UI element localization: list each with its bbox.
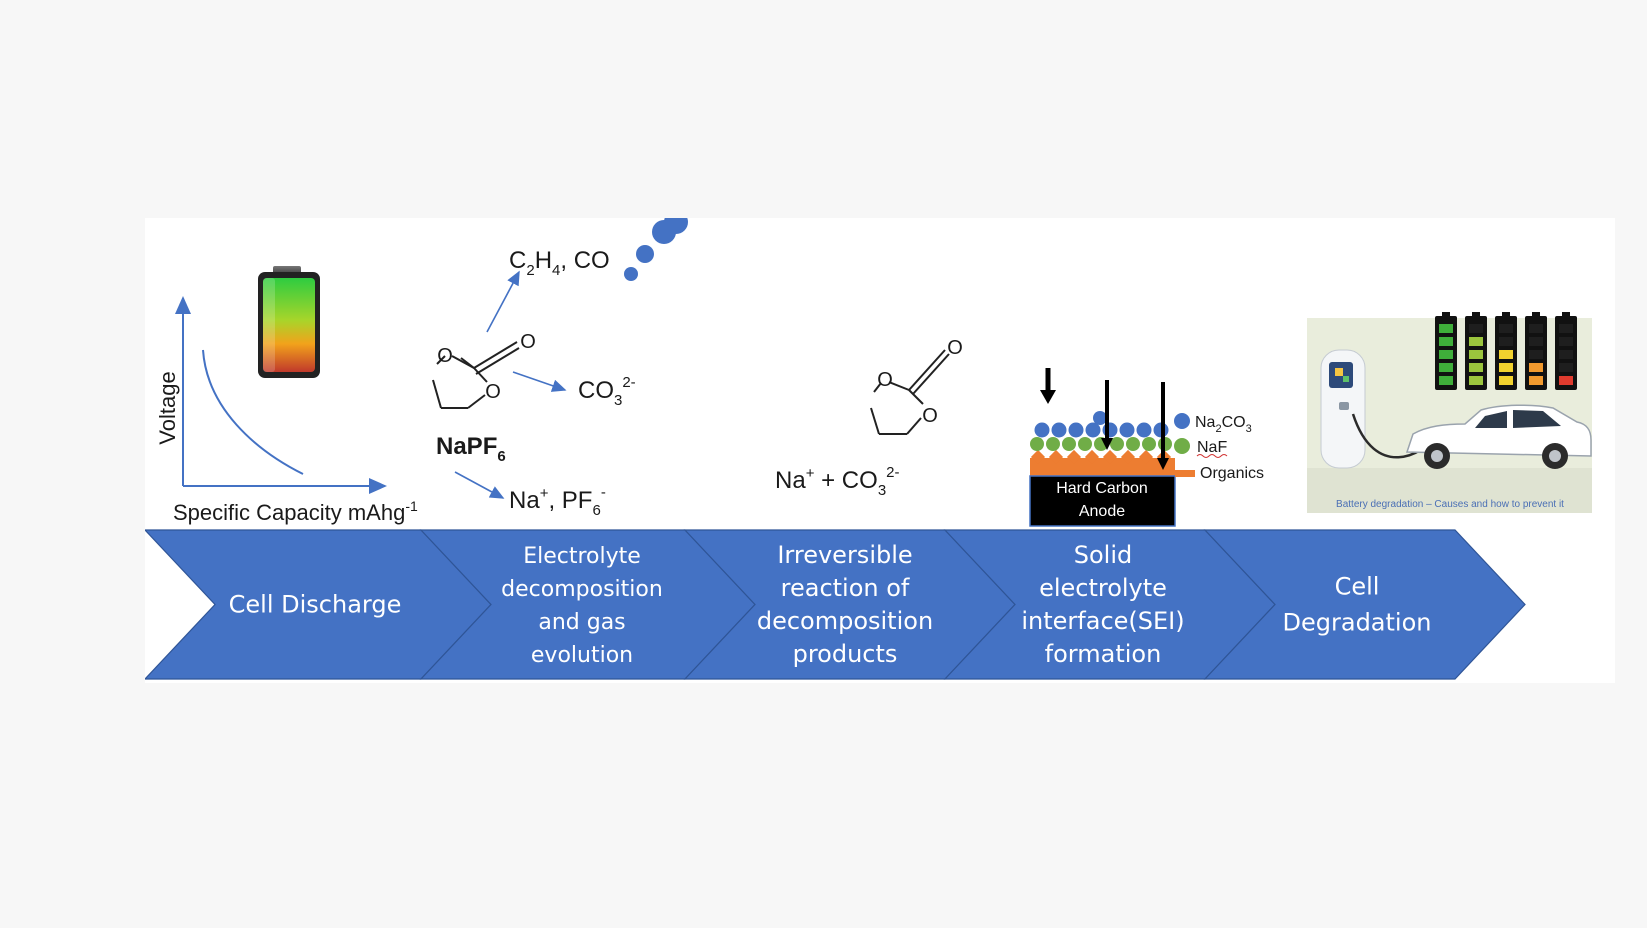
process-step-label: evolution [531,643,633,668]
hard-carbon-anode [1029,475,1176,527]
legend-naf-label: NaF [1197,439,1227,456]
process-step-label: products [793,640,898,668]
svg-text:O: O [485,381,501,403]
arrow-to-ions [454,471,505,499]
naf-particle [1078,437,1092,451]
discharge-curve [202,349,304,475]
ev-image-caption: Battery degradation – Causes and how to … [1336,499,1564,510]
svg-text:O: O [877,369,893,391]
organic-particle [1048,449,1064,465]
arrow-to-carbonate [512,371,567,392]
process-flow: Cell Discharge Electrolyte decomposition an… [145,529,1526,680]
organic-particle [1138,449,1154,465]
sei-particles [1030,411,1172,465]
svg-text:O: O [947,337,963,359]
process-step-label: Irreversible [777,541,912,569]
ev-charging-image: Battery degradation – Causes and how to … [1307,312,1592,513]
legend-organics-label: Organics [1200,465,1264,482]
x-axis-label: Specific Capacity mAhg-1 [173,498,418,525]
svg-text:O: O [922,405,938,427]
process-step-label: Electrolyte [523,544,641,569]
legend-naf-swatch [1174,438,1190,454]
na2co3-particle [1119,422,1135,438]
process-step-label: electrolyte [1039,574,1167,602]
process-step-label: reaction of [781,574,910,602]
y-axis-label: Voltage [155,371,180,444]
figure-panel: Voltage Specific Capacity mAhg-1 O O O C… [145,218,1615,683]
na2co3-particle [1136,422,1152,438]
salt-napf6: NaPF6 [436,433,506,465]
ions-label: Na+, PF6- [509,484,606,519]
reaction-products: Na+ + CO32- [775,464,900,499]
process-step-label: interface(SEI) [1021,607,1184,635]
organic-particle [1066,449,1082,465]
sei-illustration: Hard Carbon Anode Na2CO3 NaF Organics [1029,368,1264,527]
na2co3-particle [1034,422,1050,438]
gas-products: C2H4, CO [509,247,610,279]
naf-particle [1126,437,1140,451]
organic-particle [1084,449,1100,465]
process-step-label: Solid [1074,541,1133,569]
naf-particle [1046,437,1060,451]
process-step-label: Cell [1335,573,1380,601]
legend-na2co3-swatch [1174,413,1190,429]
ethylene-carbonate-molecule-1: O O O [432,331,536,409]
process-step-label: decomposition [757,607,933,635]
organic-particle [1102,449,1118,465]
naf-particle [1030,437,1044,451]
svg-text:O: O [520,331,536,353]
battery-level-icons [1435,312,1577,390]
gas-bubbles [624,218,688,281]
svg-text:Hard Carbon: Hard Carbon [1056,480,1148,497]
na2co3-particle [1085,422,1101,438]
discharge-graph: Voltage Specific Capacity mAhg-1 [155,296,418,525]
arrow-to-gas [486,270,520,333]
battery-icon [258,266,320,378]
process-step-chevron [1203,529,1526,680]
process-step-label: formation [1045,640,1162,668]
naf-particle [1062,437,1076,451]
carbonate-ion: CO32- [578,374,636,409]
svg-text:Anode: Anode [1079,503,1125,520]
na2co3-particle [1102,422,1118,438]
na2co3-particle [1093,411,1107,425]
legend-organics-swatch [1175,470,1195,477]
organic-particle [1120,449,1136,465]
naf-particle [1110,437,1124,451]
na2co3-particle [1068,422,1084,438]
process-step-label: and gas [538,610,625,635]
figure-canvas: Voltage Specific Capacity mAhg-1 O O O C… [145,218,1592,680]
legend-na2co3-label: Na2CO3 [1195,414,1252,435]
organic-particle [1030,449,1046,465]
ethylene-carbonate-molecule-2: O O O [870,337,963,435]
process-step-label: decomposition [501,577,663,602]
na2co3-particle [1051,422,1067,438]
svg-text:O: O [437,345,453,367]
process-step-label: Degradation [1283,609,1432,637]
process-step-label: Cell Discharge [229,591,402,619]
naf-particle [1142,437,1156,451]
